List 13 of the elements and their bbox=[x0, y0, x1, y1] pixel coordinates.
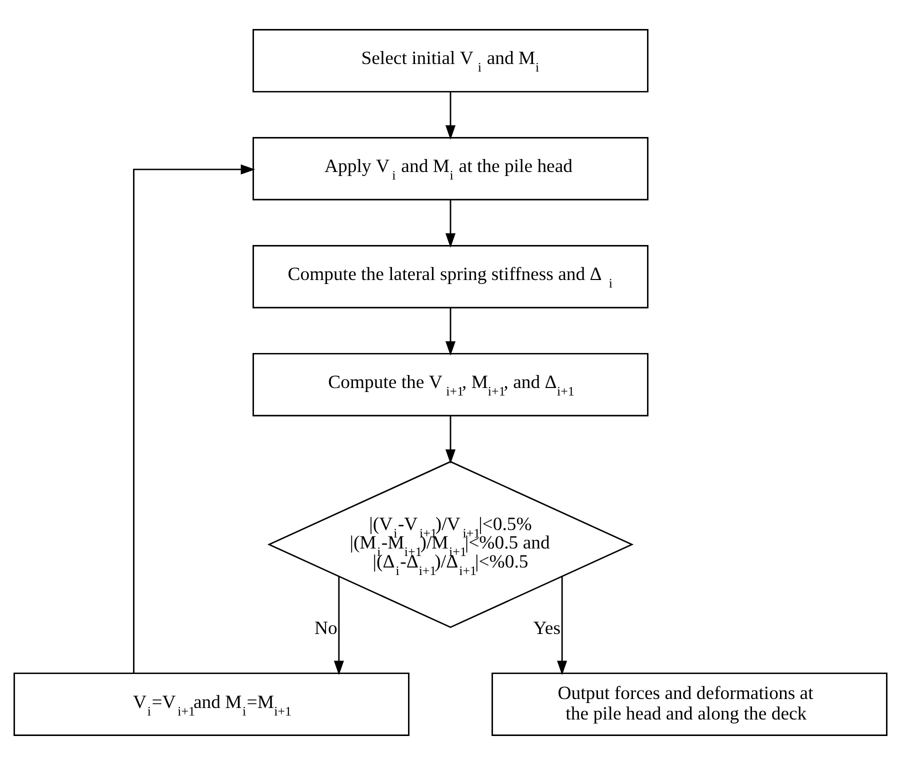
node-box: Compute the V$_{i+1}$, M$_{i+1}$, and Δ$_{i+1}$ bbox=[252, 352, 648, 416]
arrow bbox=[557, 576, 568, 676]
node-box: Apply V$_{i}$ and M$_{i}$ at the pile head bbox=[252, 137, 648, 200]
node-box: Select initial V$_{i}$ and M$_{i}$ bbox=[252, 29, 648, 92]
node-box: Compute the lateral spring stiffness and Δ$_{i}$ bbox=[252, 245, 648, 308]
arrow bbox=[133, 164, 256, 674]
node-box: Output forces and deformations at the pile head and along the deck bbox=[492, 672, 888, 736]
node-box: V$_{i}$=V$_{i+1}$and M$_{i}$=M$_{i+1}$ bbox=[14, 672, 410, 736]
arrow bbox=[445, 92, 456, 140]
arrow bbox=[334, 576, 344, 676]
arrow bbox=[445, 416, 456, 464]
arrow bbox=[445, 200, 456, 248]
arrow bbox=[445, 308, 456, 356]
